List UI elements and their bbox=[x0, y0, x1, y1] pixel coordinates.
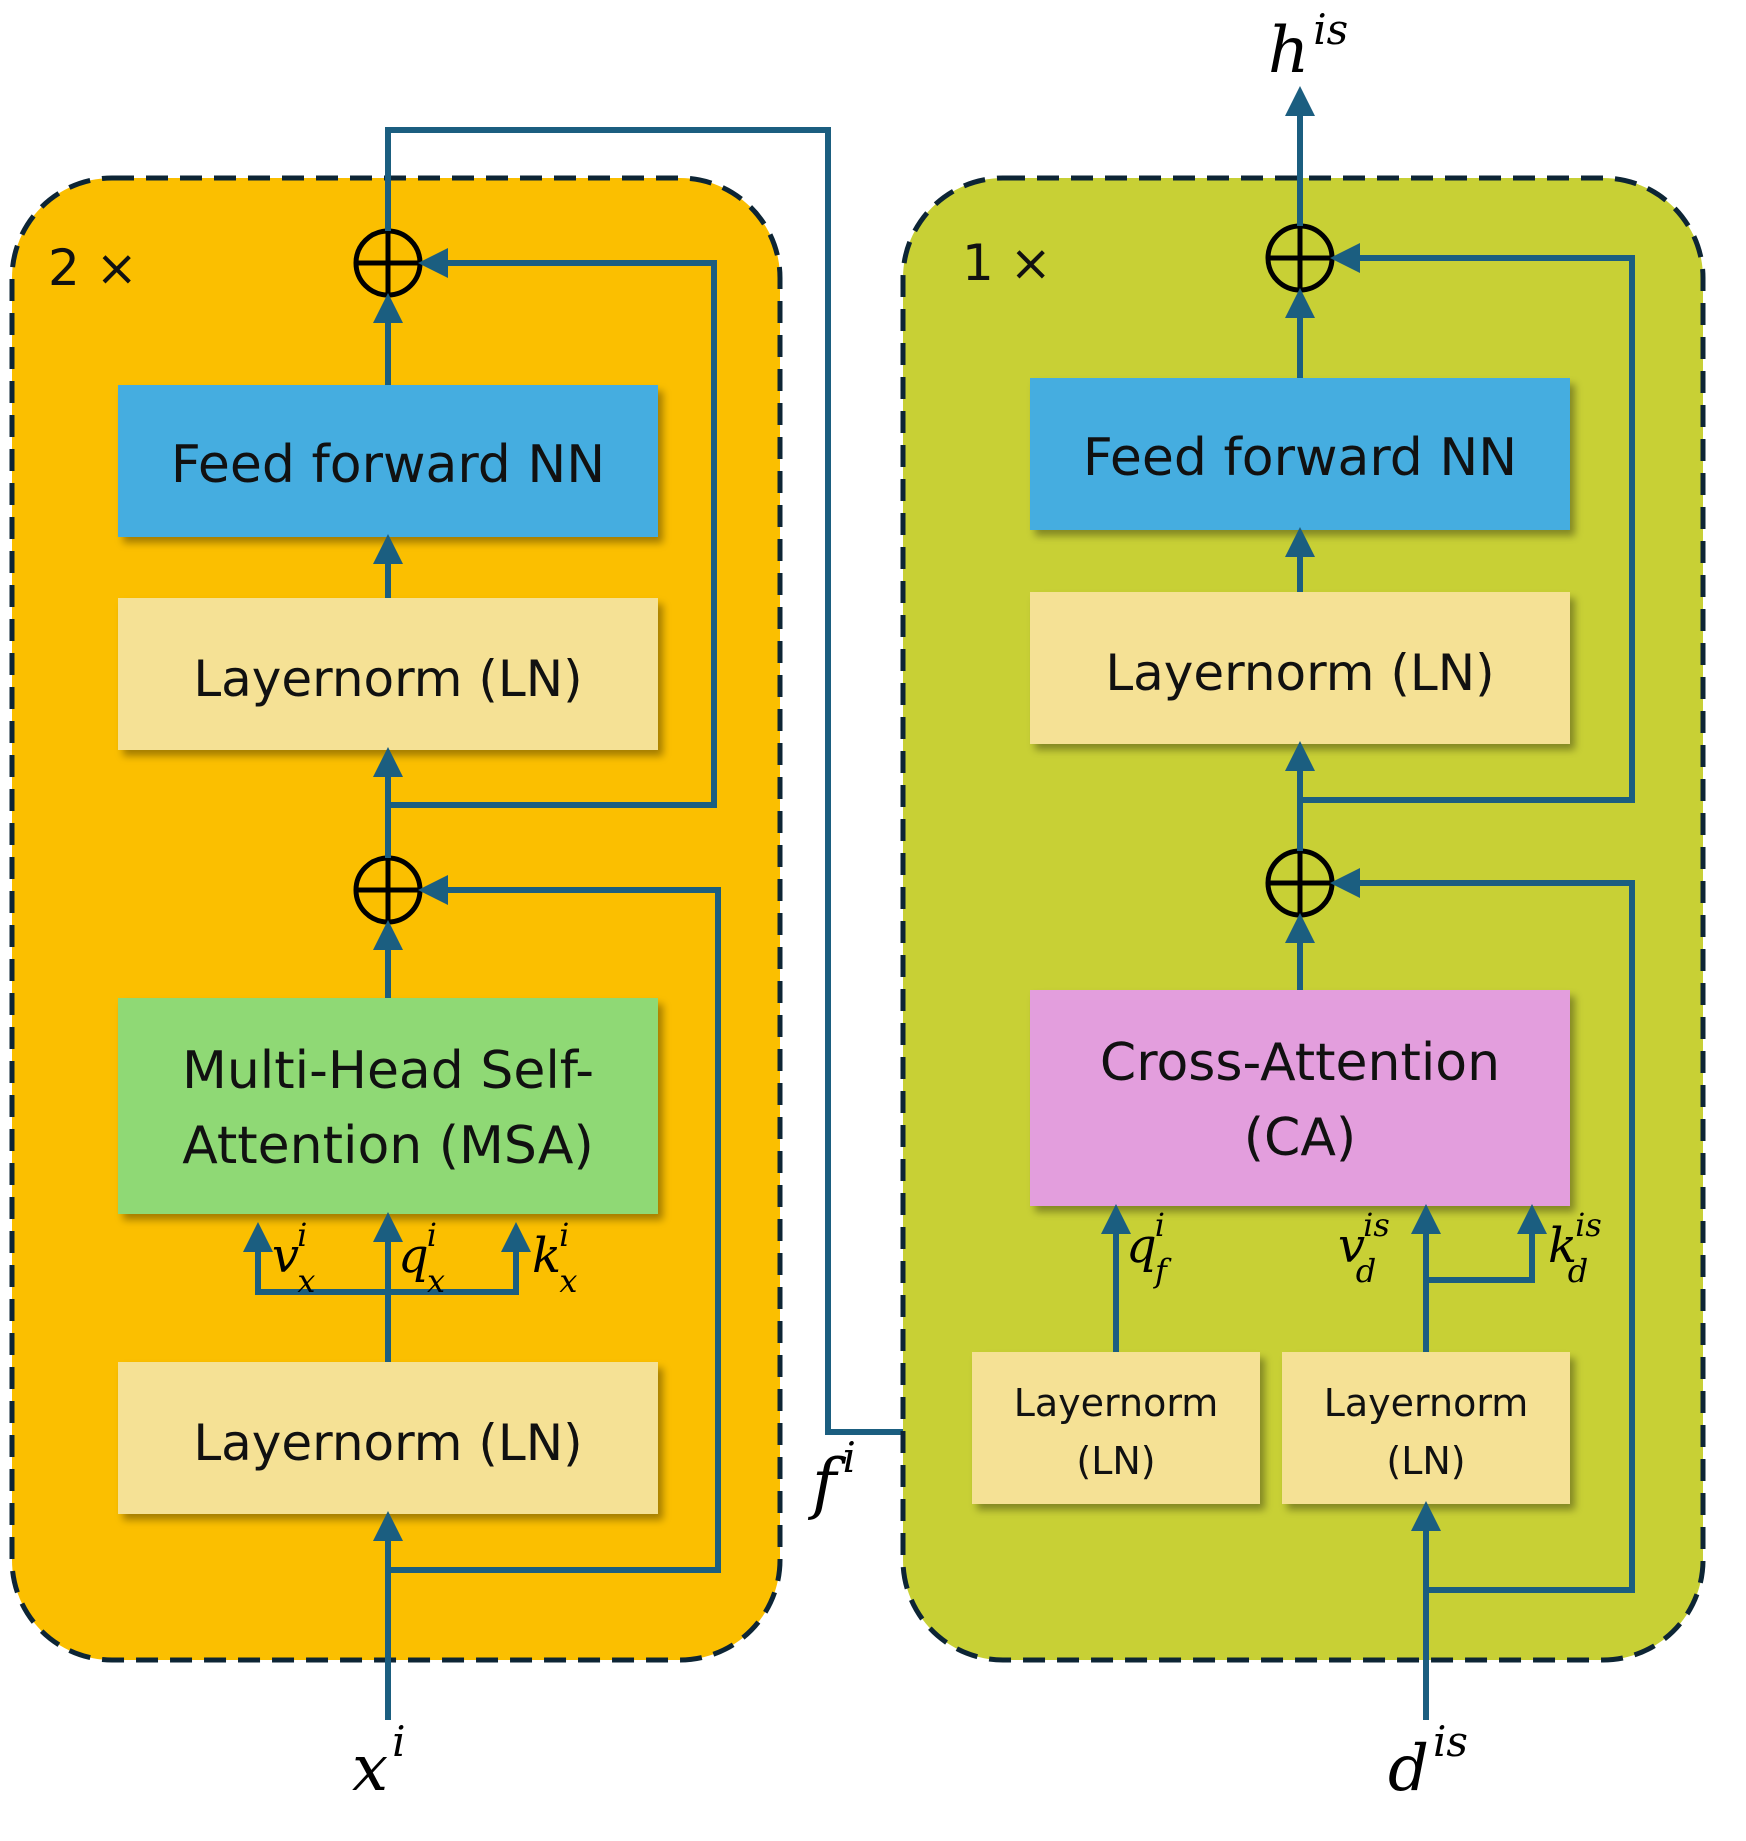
decoder-residual-2 bbox=[1300, 243, 1635, 803]
encoder-layernorm-bottom-box bbox=[118, 1362, 658, 1514]
encoder-feed-forward-label: Feed forward NN bbox=[171, 435, 605, 495]
circle-plus-icon bbox=[1265, 848, 1335, 918]
decoder-k-arrow bbox=[1426, 1204, 1547, 1283]
decoder-feed-forward-label: Feed forward NN bbox=[1083, 428, 1517, 488]
encoder-msa-label-line1: Multi-Head Self- bbox=[182, 1041, 594, 1101]
decoder-connectors bbox=[1101, 86, 1635, 1720]
encoder-layernorm-bottom-label: Layernorm (LN) bbox=[193, 1414, 582, 1472]
encoder-residual-2 bbox=[388, 248, 717, 808]
encoder-msa-box bbox=[118, 998, 658, 1214]
circle-plus-icon bbox=[353, 855, 423, 925]
decoder-cross-attention-line1: Cross-Attention bbox=[1100, 1033, 1500, 1093]
decoder-layernorm-right-box bbox=[1282, 1352, 1570, 1504]
circle-plus-icon bbox=[1265, 223, 1335, 293]
encoder-residual-1 bbox=[388, 875, 721, 1573]
decoder-block: 1 × Feed forward NN Layernorm (LN) Cross… bbox=[900, 5, 1706, 1806]
encoder-k-arrow bbox=[388, 1222, 531, 1295]
decoder-input-label: dis bbox=[1388, 1717, 1468, 1806]
encoder-msa-label-line2: Attention (MSA) bbox=[182, 1116, 594, 1176]
encoder-input-label: xi bbox=[352, 1717, 406, 1806]
decoder-cross-attention-box bbox=[1030, 990, 1570, 1206]
encoder-feed-forward-box bbox=[118, 385, 658, 537]
encoder-block: 2 × Feed forward NN Layernorm (LN) Multi… bbox=[9, 127, 978, 1806]
decoder-layernorm-left-line1: Layernorm bbox=[1014, 1381, 1219, 1425]
decoder-repeat-label: 1 × bbox=[962, 234, 1052, 292]
circle-plus-icon bbox=[353, 228, 423, 298]
encoder-v-arrow bbox=[243, 1222, 388, 1295]
decoder-feed-forward-box bbox=[1030, 378, 1570, 530]
decoder-cross-attention-line2: (CA) bbox=[1244, 1108, 1356, 1168]
decoder-layernorm-top-box bbox=[1030, 592, 1570, 744]
decoder-layernorm-right-line2: (LN) bbox=[1386, 1439, 1465, 1483]
encoder-to-decoder-connector bbox=[385, 127, 978, 1447]
decoder-layernorm-right-line1: Layernorm bbox=[1324, 1381, 1529, 1425]
decoder-residual-1 bbox=[1330, 868, 1635, 1593]
decoder-layernorm-top-label: Layernorm (LN) bbox=[1105, 644, 1494, 702]
encoder-layernorm-top-box bbox=[118, 598, 658, 750]
decoder-layernorm-left-box bbox=[972, 1352, 1260, 1504]
encoder-layernorm-top-label: Layernorm (LN) bbox=[193, 650, 582, 708]
encoder-repeat-label: 2 × bbox=[48, 239, 138, 297]
encoder-connectors bbox=[243, 127, 978, 1720]
decoder-layernorm-left-line2: (LN) bbox=[1076, 1439, 1155, 1483]
decoder-output-label: his bbox=[1268, 5, 1348, 88]
